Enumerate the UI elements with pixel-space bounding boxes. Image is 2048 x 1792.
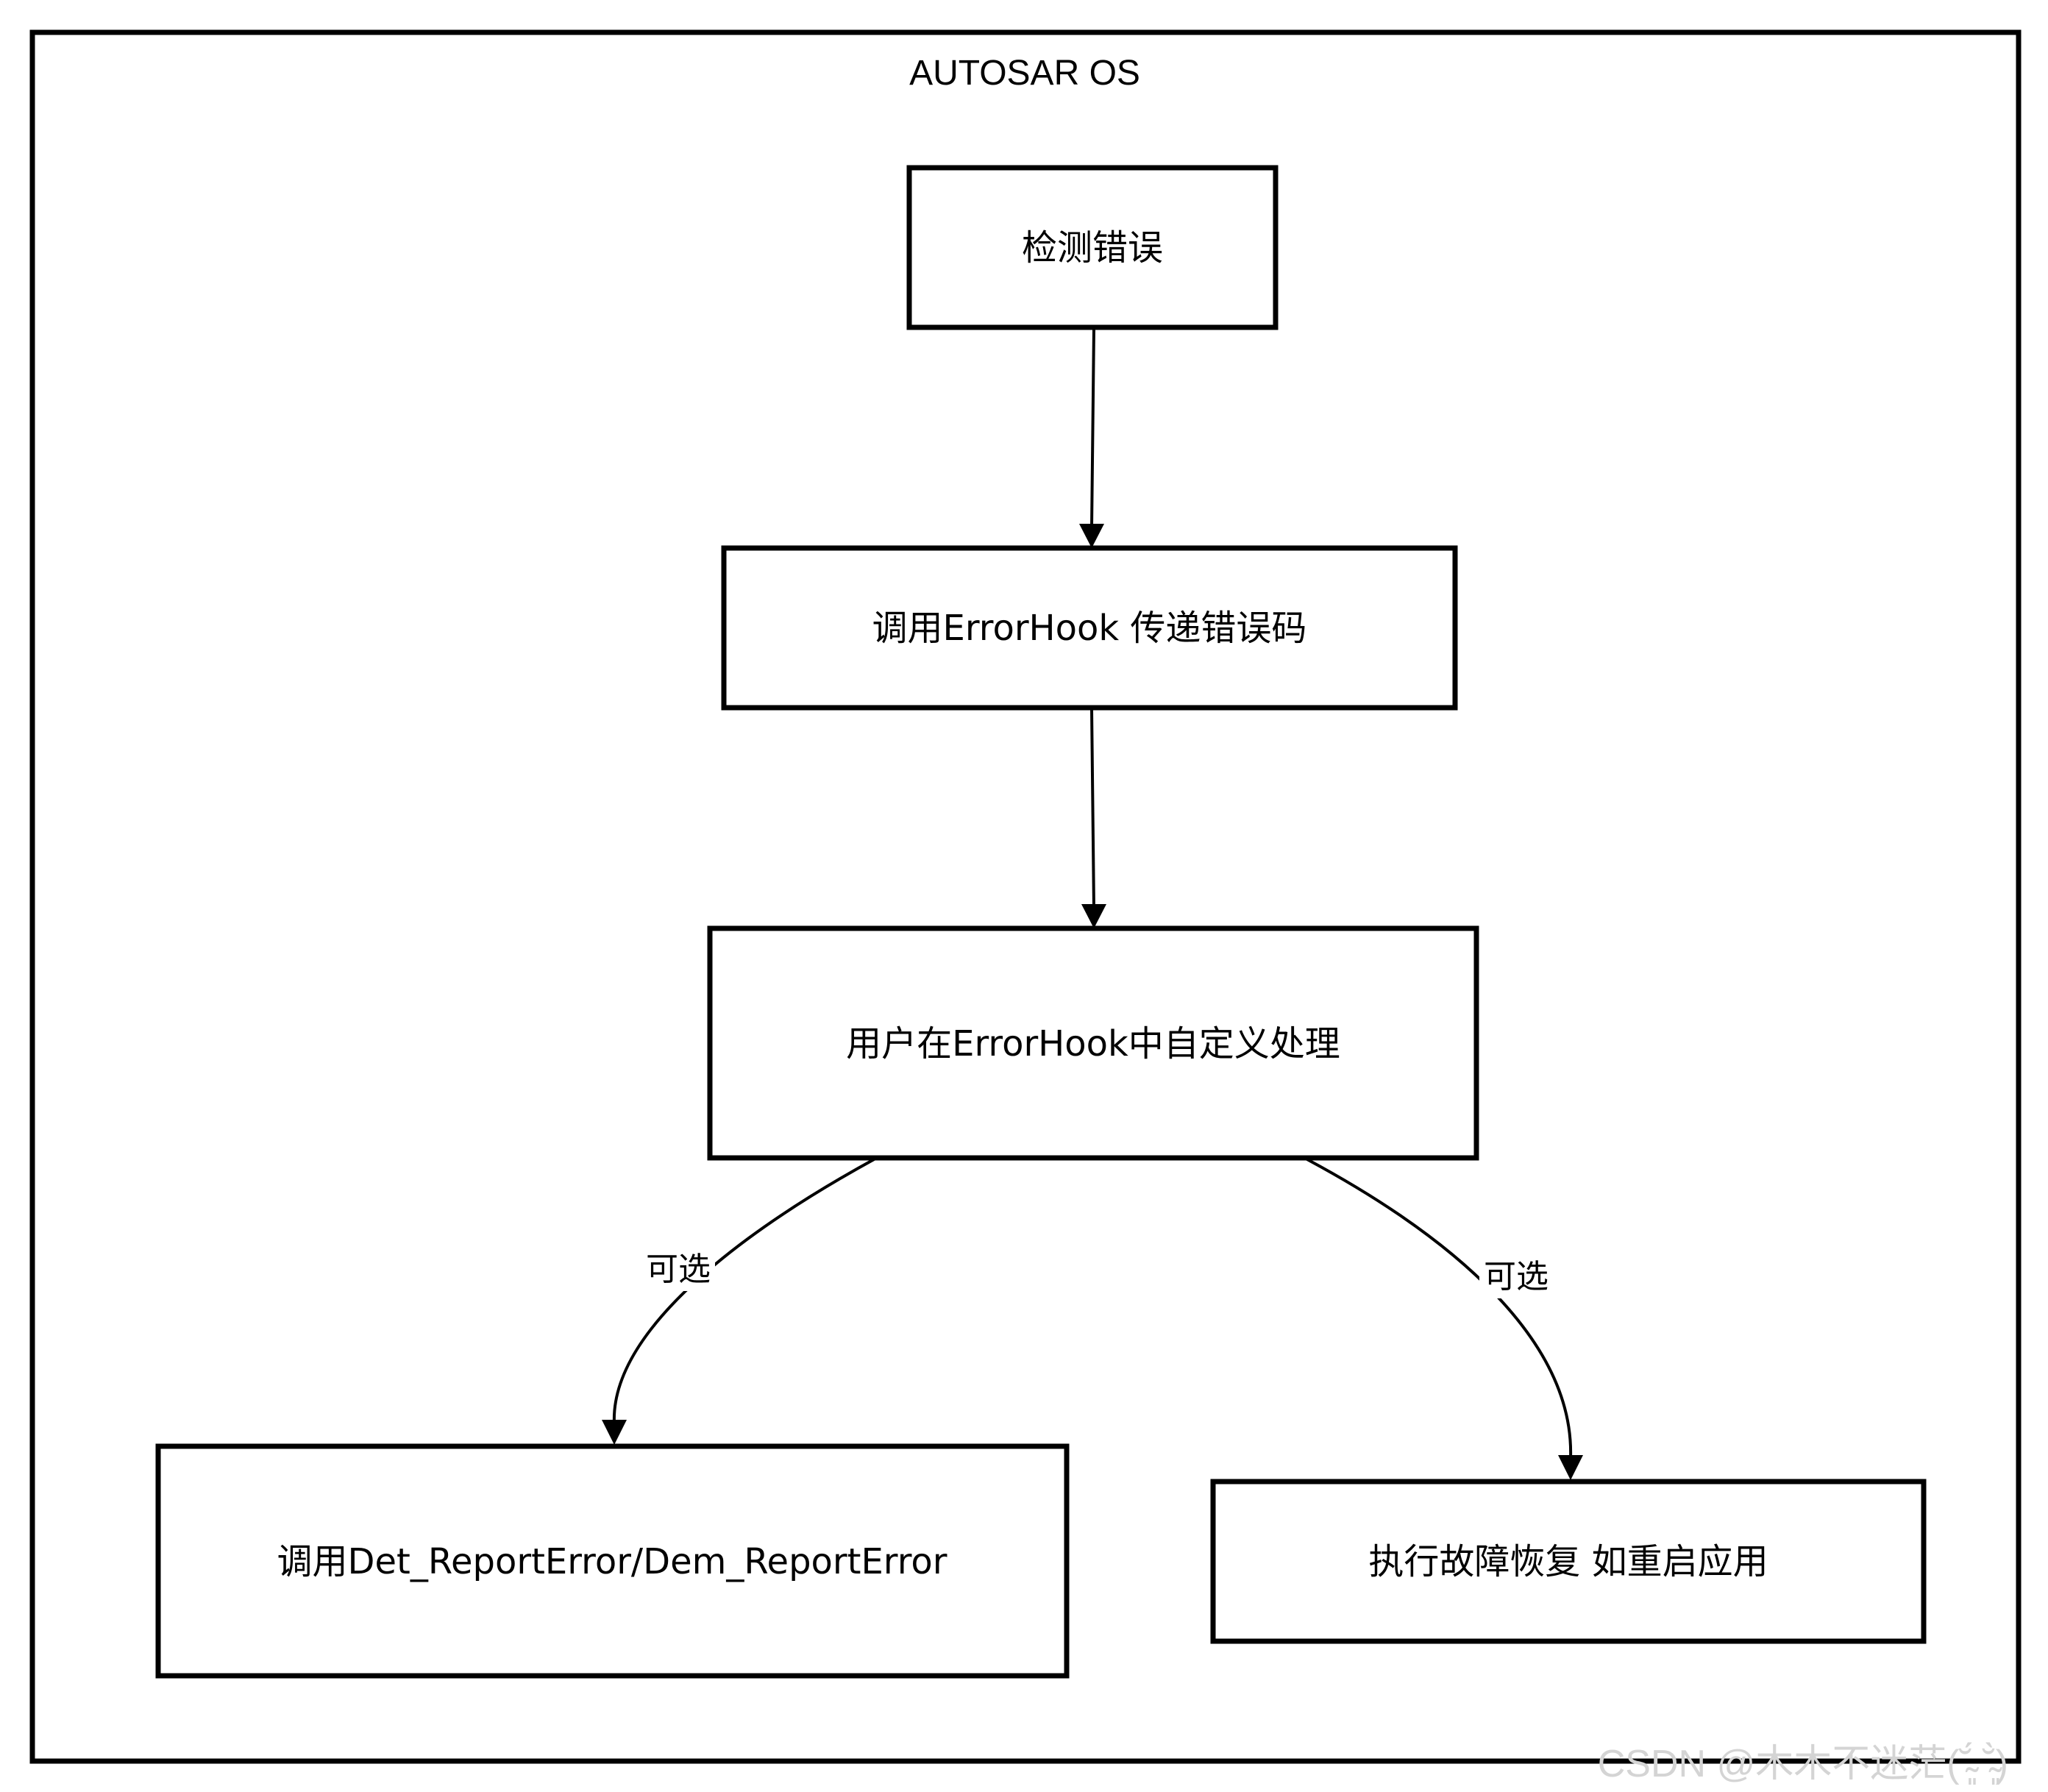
node-detect-error: 检测错误 — [906, 165, 1279, 330]
arrowhead-report — [602, 1420, 627, 1445]
edge-label-bg-left — [641, 1247, 715, 1291]
node-fault-recovery: 执行故障恢复 如重启应用 — [1210, 1479, 1927, 1644]
edge-detect-to-call-hook — [1090, 328, 1095, 529]
node-report-error: 调用Det_ReportError/Dem_ReportError — [155, 1443, 1070, 1679]
edge-label-bg-right — [1479, 1254, 1553, 1298]
edge-call-hook-to-user-handle — [1090, 708, 1095, 909]
node-fault-recovery-box — [1210, 1479, 1927, 1644]
node-detect-error-label: 检测错误 — [1022, 227, 1163, 269]
node-call-errorhook-label: 调用ErrorHook 传递错误码 — [872, 608, 1307, 649]
edges: 可选 可选 — [602, 328, 1583, 1480]
node-user-handling: 用户在ErrorHook中自定义处理 — [707, 925, 1479, 1161]
node-call-errorhook-box — [721, 545, 1458, 711]
edge-label-optional-left: 可选 — [646, 1251, 711, 1288]
container-title: AUTOSAR OS — [909, 54, 1140, 93]
node-report-error-label: 调用Det_ReportError/Dem_ReportError — [277, 1541, 947, 1582]
csdn-watermark: CSDN @木木不迷茫(˘̴͈́ ˘̴͈̀) — [1598, 1743, 2008, 1785]
arrowhead-user-handle — [1081, 904, 1106, 928]
arrowhead-recover — [1558, 1455, 1583, 1480]
node-detect-error-box — [906, 165, 1279, 330]
arrowhead-call-hook — [1079, 524, 1104, 548]
node-report-error-box — [155, 1443, 1070, 1679]
node-fault-recovery-label: 执行故障恢复 如重启应用 — [1368, 1541, 1768, 1582]
node-call-errorhook: 调用ErrorHook 传递错误码 — [721, 545, 1458, 711]
node-user-handling-label: 用户在ErrorHook中自定义处理 — [846, 1023, 1340, 1064]
node-user-handling-box — [707, 925, 1479, 1161]
edge-label-optional-right: 可选 — [1484, 1258, 1549, 1295]
